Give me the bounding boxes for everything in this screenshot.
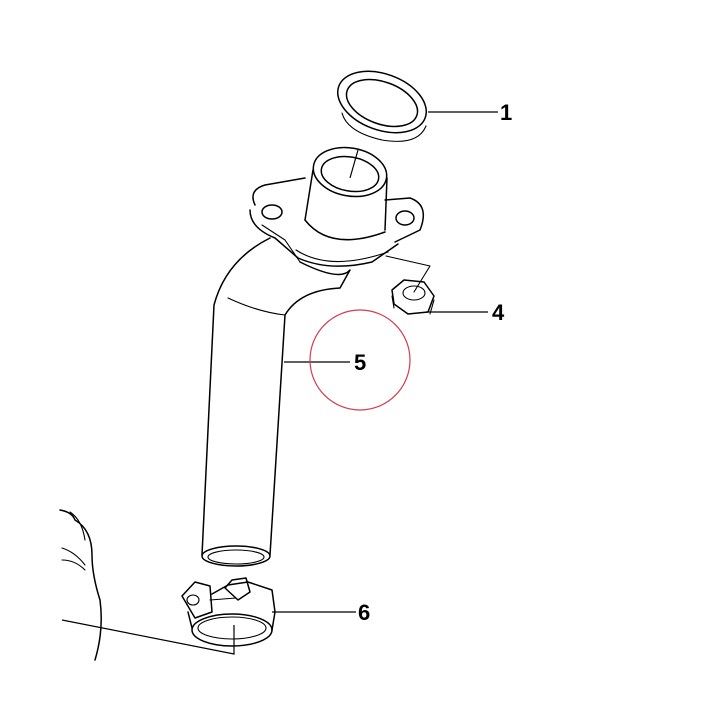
flange-neck (249, 146, 425, 267)
callout-5: 5 (354, 350, 366, 375)
callout-4: 4 (492, 300, 505, 325)
seal-ring (336, 70, 428, 142)
hose-clamp (181, 577, 276, 647)
callout-1: 1 (500, 100, 512, 125)
hex-nut (385, 255, 435, 315)
coolant-pipe (201, 237, 351, 567)
adjacent-hose (59, 509, 102, 661)
highlight-circle (309, 309, 411, 411)
callout-6: 6 (358, 600, 370, 625)
leader-lines (61, 111, 498, 655)
